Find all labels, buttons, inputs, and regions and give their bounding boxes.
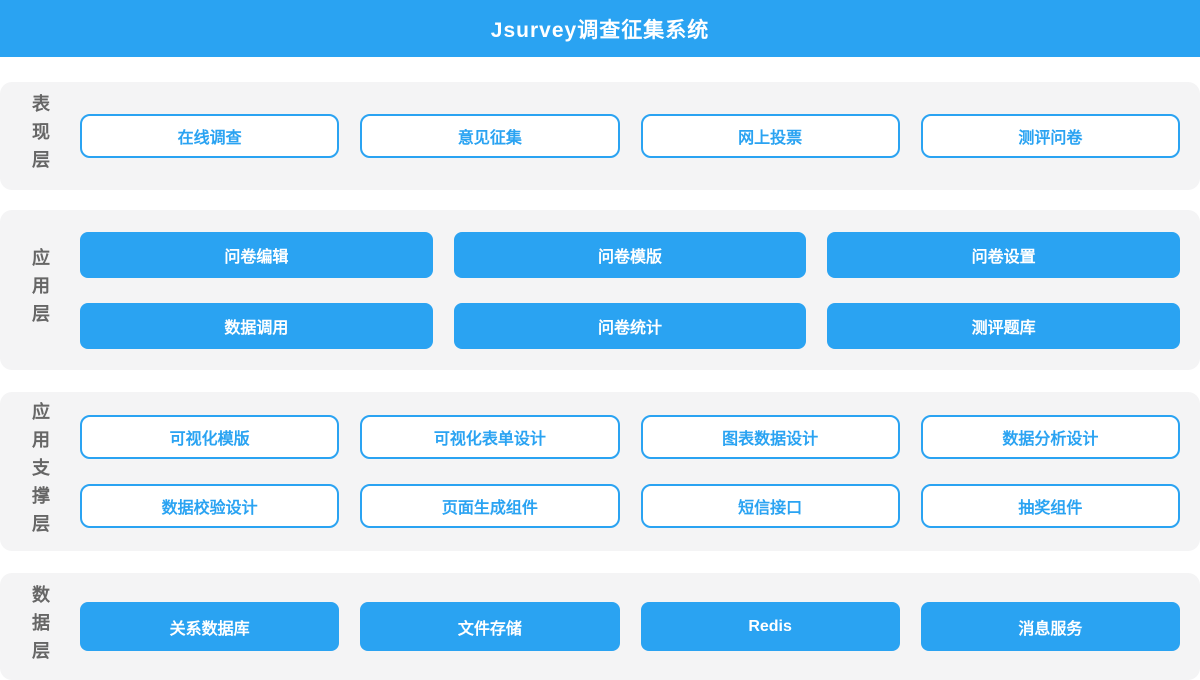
- node-sms-interface: 短信接口: [640, 484, 900, 528]
- node-online-voting: 网上投票: [640, 114, 900, 158]
- node-data-validation-design: 数据校验设计: [80, 484, 340, 528]
- layer-application-support: 应用支撑层 可视化模版 可视化表单设计 图表数据设计 数据分析设计 数据校验设计…: [0, 392, 1200, 551]
- layer-application-row-1: 问卷编辑 问卷模版 问卷设置: [80, 231, 1180, 278]
- layer-application-label: 应用层: [30, 248, 50, 332]
- layer-application-row-2: 数据调用 问卷统计 测评题库: [80, 302, 1180, 349]
- layer-application-support-row-2: 数据校验设计 页面生成组件 短信接口 抽奖组件: [80, 484, 1180, 528]
- node-file-storage: 文件存储: [360, 602, 620, 651]
- node-visual-form-design: 可视化表单设计: [360, 415, 620, 459]
- layer-data-content: 关系数据库 文件存储 Redis 消息服务: [80, 573, 1200, 680]
- node-lottery-component: 抽奖组件: [920, 484, 1180, 528]
- layer-data: 数据层 关系数据库 文件存储 Redis 消息服务: [0, 573, 1200, 680]
- node-redis: Redis: [640, 602, 900, 651]
- node-chart-data-design: 图表数据设计: [640, 415, 900, 459]
- node-opinion-collection: 意见征集: [360, 114, 620, 158]
- layer-presentation-content: 在线调查 意见征集 网上投票 测评问卷: [80, 82, 1200, 190]
- layer-presentation-label-cell: 表现层: [0, 82, 80, 190]
- node-questionnaire-edit: 问卷编辑: [80, 231, 433, 278]
- node-message-service: 消息服务: [920, 602, 1180, 651]
- node-assessment-questionnaire: 测评问卷: [920, 114, 1180, 158]
- layer-presentation: 表现层 在线调查 意见征集 网上投票 测评问卷: [0, 82, 1200, 190]
- layer-application-content: 问卷编辑 问卷模版 问卷设置 数据调用 问卷统计 测评题库: [80, 210, 1200, 370]
- node-data-access: 数据调用: [80, 302, 433, 349]
- layer-presentation-row-1: 在线调查 意见征集 网上投票 测评问卷: [80, 114, 1180, 158]
- layer-application-support-content: 可视化模版 可视化表单设计 图表数据设计 数据分析设计 数据校验设计 页面生成组…: [80, 392, 1200, 551]
- layer-application-support-row-1: 可视化模版 可视化表单设计 图表数据设计 数据分析设计: [80, 415, 1180, 459]
- layer-data-label: 数据层: [30, 584, 50, 669]
- layer-application-support-label: 应用支撑层: [30, 401, 50, 542]
- node-visual-template: 可视化模版: [80, 415, 340, 459]
- node-page-generation-component: 页面生成组件: [360, 484, 620, 528]
- layer-application-support-label-cell: 应用支撑层: [0, 392, 80, 551]
- layer-data-label-cell: 数据层: [0, 573, 80, 680]
- layer-application-label-cell: 应用层: [0, 210, 80, 370]
- node-assessment-question-bank: 测评题库: [827, 302, 1180, 349]
- node-relational-database: 关系数据库: [80, 602, 340, 651]
- app-header: Jsurvey调查征集系统: [0, 0, 1200, 57]
- node-questionnaire-template: 问卷模版: [453, 231, 807, 278]
- node-questionnaire-settings: 问卷设置: [827, 231, 1180, 278]
- node-online-survey: 在线调查: [80, 114, 340, 158]
- layer-application: 应用层 问卷编辑 问卷模版 问卷设置 数据调用 问卷统计 测评题库: [0, 210, 1200, 370]
- layer-data-row-1: 关系数据库 文件存储 Redis 消息服务: [80, 602, 1180, 651]
- layer-presentation-label: 表现层: [30, 94, 50, 178]
- node-data-analysis-design: 数据分析设计: [920, 415, 1180, 459]
- page-title: Jsurvey调查征集系统: [490, 18, 710, 42]
- node-questionnaire-statistics: 问卷统计: [453, 302, 807, 349]
